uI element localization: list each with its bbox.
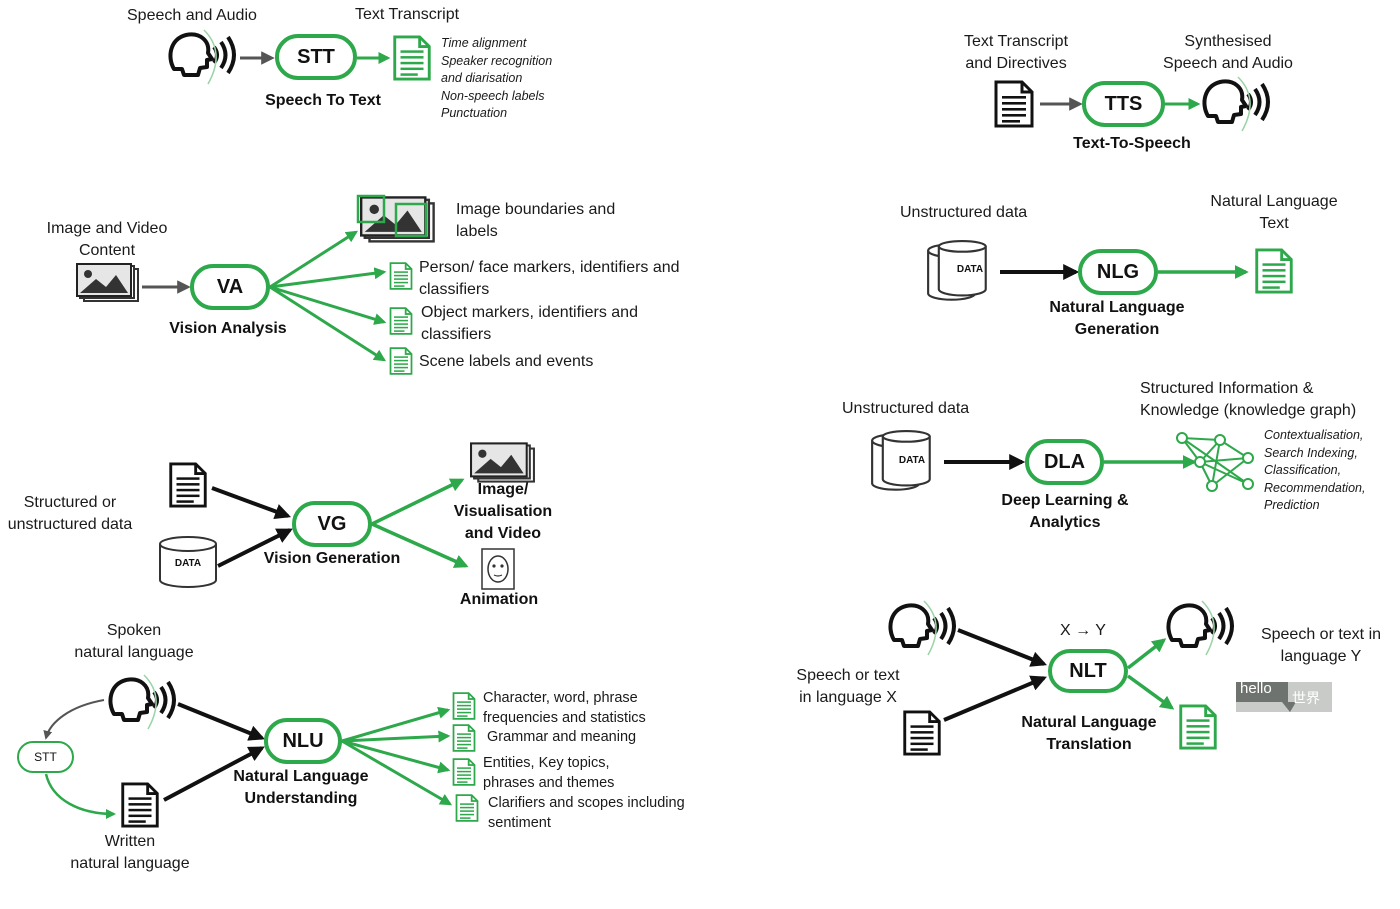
document-icon — [903, 710, 941, 756]
arrow — [341, 739, 453, 806]
nlg-output-label: Natural Language Text — [1210, 193, 1338, 232]
knowledge-graph-icon — [1176, 432, 1254, 492]
arrow — [341, 739, 451, 774]
document-icon — [389, 262, 413, 290]
arrow — [341, 706, 451, 743]
arrow — [269, 230, 359, 289]
image-boundaries-icon — [356, 194, 435, 243]
dla-notes: Contextualisation, Search Indexing, Clas… — [1264, 428, 1366, 512]
nlg-node: NLG — [1078, 249, 1158, 295]
nlu-stt-node: STT — [17, 741, 74, 773]
nlt-direction: X → Y — [1060, 622, 1106, 639]
dla-data-icon-label: DATA — [898, 455, 926, 466]
stt-node: STT — [275, 34, 357, 80]
world-text: 世界 — [1292, 691, 1320, 707]
vg-data-icon-label: DATA — [174, 558, 202, 569]
tts-caption: Text-To-Speech — [1073, 135, 1191, 152]
document-icon — [389, 307, 413, 335]
document-icon — [452, 692, 476, 720]
arrow — [269, 267, 387, 289]
database-icon — [159, 536, 217, 588]
nlg-input-label: Unstructured data — [900, 204, 1028, 221]
nlu-output-entities: Entities, Key topics, phrases and themes — [483, 755, 615, 791]
tts-output-label: Synthesised Speech and Audio — [1163, 33, 1293, 72]
nlu-output-grammar: Grammar and meaning — [487, 729, 637, 745]
tts-node: TTS — [1082, 81, 1165, 127]
arrow — [163, 746, 265, 802]
va-output-scene: Scene labels and events — [419, 353, 594, 370]
arrow — [371, 522, 469, 568]
tts-input-label: Text Transcript and Directives — [963, 33, 1069, 72]
dla-output-label: Structured Information & Knowledge (know… — [1140, 380, 1357, 419]
nlu-output-frequencies: Character, word, phrase frequencies and … — [483, 690, 646, 726]
arrow — [211, 486, 292, 520]
nlt-caption: Natural Language Translation — [1021, 714, 1157, 753]
nlt-input-label: Speech or text in language X — [796, 667, 900, 706]
stt-notes: Time alignment Speaker recognition and d… — [441, 36, 553, 120]
document-icon — [121, 782, 159, 828]
nlu-output-clarifiers: Clarifiers and scopes including sentimen… — [488, 795, 685, 831]
va-output-boundaries: Image boundaries and labels — [456, 201, 616, 240]
dla-node: DLA — [1025, 439, 1104, 485]
arrow — [341, 730, 451, 743]
arrow — [43, 699, 105, 740]
arrow — [269, 285, 387, 362]
nlg-caption: Natural Language Generation — [1049, 299, 1185, 338]
nlu-spoken-label: Spoken natural language — [74, 622, 194, 661]
speaker-head-icon — [1202, 75, 1270, 133]
arrow — [957, 628, 1047, 667]
arrow — [269, 285, 387, 325]
speaker-head-icon — [1166, 599, 1234, 657]
va-caption: Vision Analysis — [169, 320, 287, 337]
arrow — [177, 702, 265, 741]
stt-input-label: Speech and Audio — [127, 7, 257, 24]
output-document-icon — [1254, 248, 1294, 294]
image-stack-icon — [76, 263, 139, 302]
nlu-written-label: Written natural language — [70, 833, 190, 872]
output-document-icon — [1179, 704, 1217, 750]
nlu-caption: Natural Language Understanding — [233, 768, 369, 807]
arrow — [1126, 674, 1175, 710]
hello-text: hello — [1240, 680, 1272, 697]
va-output-person: Person/ face markers, identifiers and cl… — [419, 259, 680, 298]
document-icon — [169, 462, 207, 508]
va-input-label: Image and Video Content — [46, 220, 168, 259]
speaker-head-icon — [168, 28, 236, 86]
image-stack-icon — [470, 442, 535, 483]
dla-caption: Deep Learning & Analytics — [1001, 492, 1129, 531]
document-icon — [455, 794, 479, 822]
transcript-document-icon — [393, 35, 431, 81]
speaker-head-icon — [888, 599, 956, 657]
vg-node: VG — [292, 501, 372, 547]
stt-caption: Speech To Text — [265, 92, 381, 109]
dla-input-label: Unstructured data — [842, 400, 970, 417]
vg-output-image: Image/ Visualisation and Video — [453, 481, 553, 542]
arrow — [943, 675, 1047, 722]
stt-output-label: Text Transcript — [355, 6, 460, 23]
speaker-head-icon — [108, 673, 176, 731]
nlg-data-icon-label: DATA — [956, 264, 984, 275]
arrow — [44, 773, 116, 819]
animation-face-icon — [481, 548, 515, 590]
nlu-node: NLU — [264, 718, 342, 764]
document-icon — [452, 724, 476, 752]
va-output-object: Object markers, identifiers and classifi… — [421, 304, 638, 343]
input-document-icon — [994, 80, 1034, 128]
vg-caption: Vision Generation — [263, 550, 401, 567]
hello-world-icon — [1236, 682, 1332, 712]
nlt-node: NLT — [1048, 649, 1128, 693]
va-node: VA — [190, 264, 270, 310]
arrow — [217, 528, 293, 568]
arrow — [371, 478, 465, 526]
vg-input-label: Structured or unstructured data — [7, 494, 133, 533]
vg-output-animation: Animation — [459, 591, 539, 608]
document-icon — [389, 347, 413, 375]
nlt-output-label: Speech or text in language Y — [1260, 626, 1382, 665]
arrow — [1126, 638, 1167, 670]
document-icon — [452, 758, 476, 786]
